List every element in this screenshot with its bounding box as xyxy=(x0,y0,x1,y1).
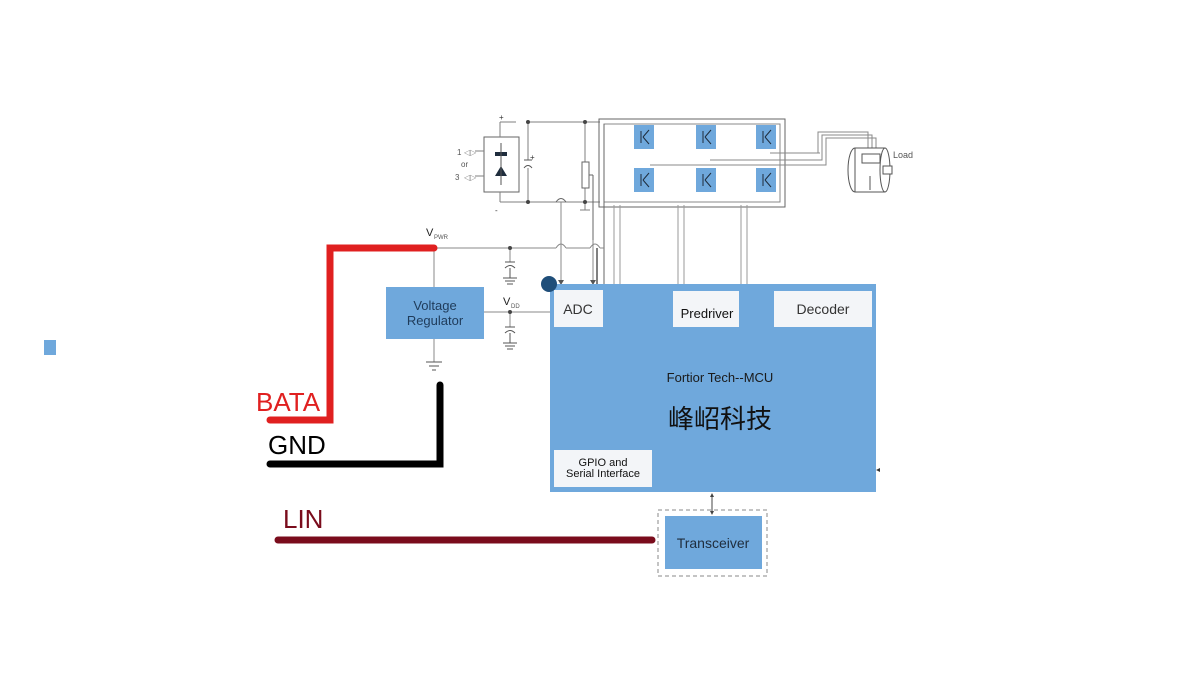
vdd-label: V xyxy=(503,296,511,308)
mcu-title: Fortior Tech--MCU xyxy=(667,370,774,385)
motor-load-icon xyxy=(847,147,893,193)
gpio-label-1: GPIO and xyxy=(579,457,628,469)
load-label: Load xyxy=(893,150,913,160)
rectifier-box xyxy=(483,136,520,193)
gate-drive-wires xyxy=(613,205,748,285)
shunt-resistor-icon xyxy=(581,161,590,189)
mcu-chinese-name: 峰岹科技 xyxy=(668,405,772,435)
input-label-1: 1 xyxy=(457,148,462,157)
igbt-switches xyxy=(634,125,776,192)
predriver-block xyxy=(673,291,739,327)
transceiver-label: Transceiver xyxy=(677,535,750,551)
transceiver-block xyxy=(665,516,762,569)
transceiver-outline xyxy=(657,509,768,577)
voltage-regulator-label-1: Voltage xyxy=(413,298,456,313)
gnd-wire xyxy=(266,381,444,468)
adc-block xyxy=(554,290,603,327)
igbt-icon xyxy=(696,168,716,192)
junction-dot xyxy=(526,200,530,204)
junction-dot xyxy=(583,200,587,204)
ground-icon xyxy=(426,361,442,371)
bata-wire xyxy=(266,244,438,424)
vpwr-subscript: PWR xyxy=(434,235,449,241)
decoder-block xyxy=(774,291,872,327)
minus-label: - xyxy=(495,206,498,215)
diode-icon xyxy=(495,143,507,185)
connector-icon: ◁▷ xyxy=(464,173,477,182)
input-label-3: 3 xyxy=(455,173,460,182)
igbt-icon xyxy=(634,125,654,149)
igbt-icon xyxy=(756,168,776,192)
voltage-regulator-block xyxy=(386,287,484,339)
lin-label: LIN xyxy=(283,504,323,534)
igbt-icon xyxy=(696,125,716,149)
predriver-label: Predriver xyxy=(681,306,734,321)
gnd-label: GND xyxy=(268,430,326,460)
bypass-capacitor-icon xyxy=(503,261,517,285)
junction-dot-large xyxy=(541,276,557,292)
input-label-or: or xyxy=(461,160,468,169)
vdd-subscript: DD xyxy=(511,304,520,310)
vpwr-label: V xyxy=(426,227,434,239)
junction-dot xyxy=(583,120,587,124)
plus-label: + xyxy=(499,113,504,122)
bypass-capacitor-icon xyxy=(503,326,517,350)
power-rail xyxy=(433,202,604,362)
rectifier-section xyxy=(475,121,600,211)
bata-label: BATA xyxy=(256,387,321,417)
igbt-icon xyxy=(634,168,654,192)
gpio-label-2: Serial Interface xyxy=(566,468,640,480)
connector-icon: ◁▷ xyxy=(464,148,477,157)
dc-link-capacitor-icon xyxy=(523,159,533,169)
cap-plus-label: + xyxy=(530,153,535,162)
adc-label: ADC xyxy=(563,301,593,317)
voltage-regulator-label-2: Regulator xyxy=(407,313,464,328)
phase-wires xyxy=(650,131,877,166)
junction-dot xyxy=(508,310,512,314)
junction-dot xyxy=(526,120,530,124)
stray-marker xyxy=(44,340,56,355)
junction-dot xyxy=(508,246,512,250)
gpio-block xyxy=(554,450,652,487)
decoder-label: Decoder xyxy=(797,301,850,317)
igbt-icon xyxy=(756,125,776,149)
inverter-bridge xyxy=(598,118,786,285)
